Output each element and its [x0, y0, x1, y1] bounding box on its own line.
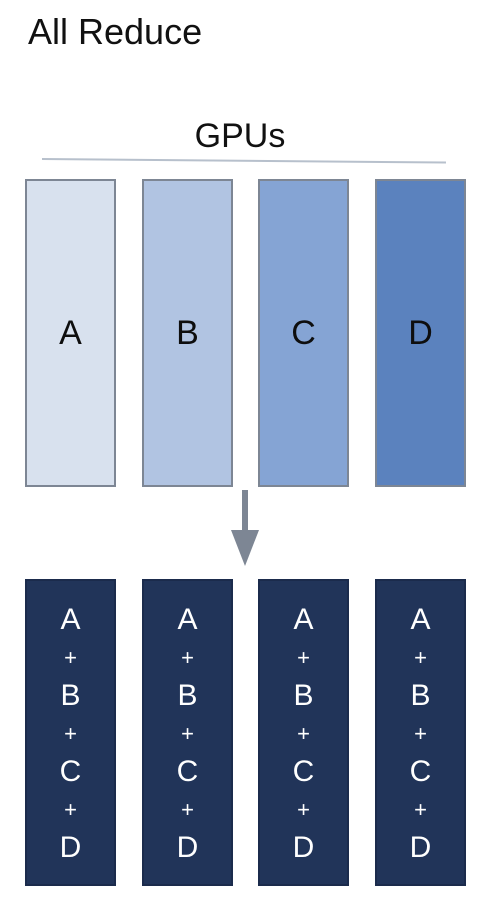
term-d: D	[59, 831, 82, 864]
plus-sign: +	[414, 645, 427, 670]
term-a: A	[60, 603, 81, 636]
term-a: A	[410, 603, 431, 636]
gpu-output-1: A + B + C + D	[25, 579, 116, 886]
term-b: B	[293, 679, 314, 712]
plus-sign: +	[64, 645, 77, 670]
term-c: C	[176, 755, 199, 788]
gpus-group-rule	[41, 158, 446, 164]
term-a: A	[293, 603, 314, 636]
plus-sign: +	[414, 721, 427, 746]
plus-sign: +	[64, 721, 77, 746]
term-b: B	[60, 679, 81, 712]
down-arrow-icon	[231, 490, 259, 566]
term-c: C	[409, 755, 432, 788]
plus-sign: +	[64, 797, 77, 822]
gpu-input-c: C	[258, 179, 349, 487]
gpu-input-d: D	[375, 179, 466, 487]
gpu-output-2: A + B + C + D	[142, 579, 233, 886]
plus-sign: +	[297, 645, 310, 670]
gpu-output-3: A + B + C + D	[258, 579, 349, 886]
gpu-output-4: A + B + C + D	[375, 579, 466, 886]
term-b: B	[177, 679, 198, 712]
gpu-input-label: B	[176, 313, 199, 352]
term-a: A	[177, 603, 198, 636]
plus-sign: +	[297, 797, 310, 822]
term-c: C	[292, 755, 315, 788]
arrow-shaft	[242, 490, 248, 532]
term-b: B	[410, 679, 431, 712]
arrow-head	[231, 530, 259, 566]
term-d: D	[292, 831, 315, 864]
gpus-group-label: GPUs	[194, 117, 286, 155]
plus-sign: +	[414, 797, 427, 822]
term-c: C	[59, 755, 82, 788]
plus-sign: +	[181, 645, 194, 670]
plus-sign: +	[181, 721, 194, 746]
diagram-title: All Reduce	[28, 11, 203, 52]
plus-sign: +	[297, 721, 310, 746]
gpu-input-b: B	[142, 179, 233, 487]
gpu-input-label: C	[291, 313, 316, 352]
gpu-input-a: A	[25, 179, 116, 487]
gpu-input-label: A	[59, 313, 82, 352]
gpu-input-label: D	[408, 313, 433, 352]
term-d: D	[176, 831, 199, 864]
plus-sign: +	[181, 797, 194, 822]
term-d: D	[409, 831, 432, 864]
